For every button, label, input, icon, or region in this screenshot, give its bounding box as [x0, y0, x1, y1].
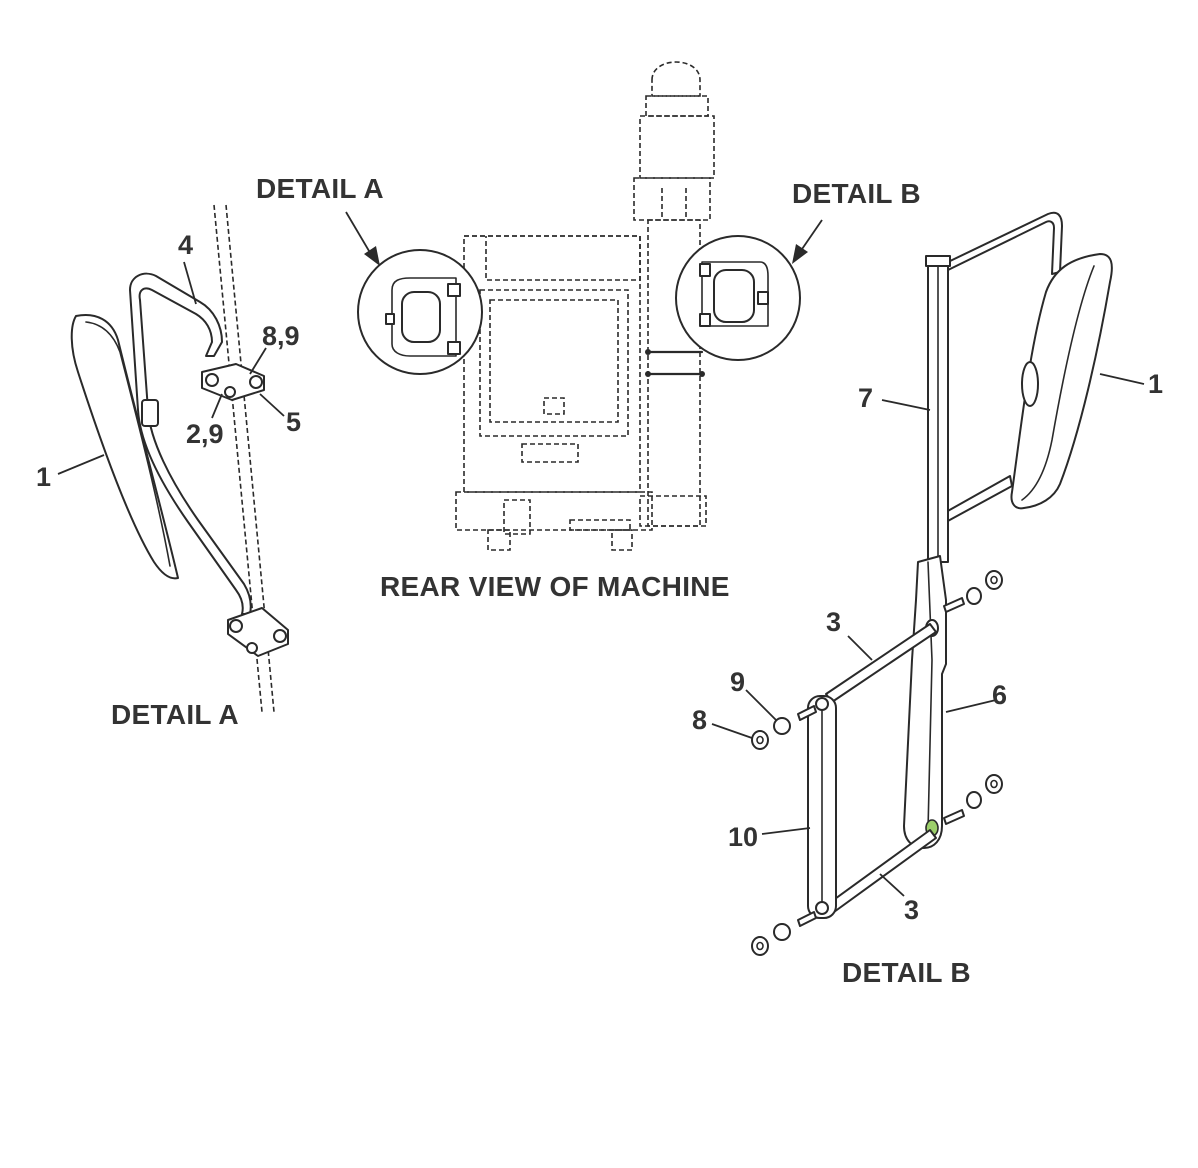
hardware-upper-left: [751, 705, 817, 750]
label-bolt-washer-a: 2,9: [186, 419, 224, 449]
label-plate: 10: [728, 822, 758, 852]
label-bracket: 6: [992, 680, 1007, 710]
arrow-b: [792, 219, 823, 264]
cab: [455, 235, 707, 551]
bracket: [903, 555, 947, 849]
label-rod-upper: 3: [826, 607, 841, 637]
label-mirror-b: 1: [1148, 369, 1163, 399]
label-rod-lower: 3: [904, 895, 919, 925]
rear-view: DETAIL A DETAIL B REAR VIEW OF MACHINE: [256, 61, 921, 602]
label-post: 7: [858, 383, 873, 413]
label-washer: 9: [730, 667, 745, 697]
hardware-lower-left: [751, 911, 817, 956]
arrow-a: [345, 211, 380, 266]
callout-label-b: DETAIL B: [792, 178, 921, 209]
hardware-upper-right: [943, 570, 1003, 613]
mirror-glass-b: [1010, 253, 1113, 510]
callout-circle-a: [357, 249, 483, 375]
detail-a-assembly: 1 4 8,9 2,9 5 DETAIL A: [36, 204, 301, 730]
plate: [807, 695, 837, 919]
label-clamp-a: 5: [286, 407, 301, 437]
label-nut-washer-a: 8,9: [262, 321, 300, 351]
label-mirror-a: 1: [36, 462, 51, 492]
lower-clamp: [227, 607, 289, 657]
upper-clamp: [201, 363, 265, 401]
callout-label-a: DETAIL A: [256, 173, 384, 204]
mirror-glass-a: [70, 314, 179, 580]
rear-view-title: REAR VIEW OF MACHINE: [380, 571, 730, 602]
label-nut: 8: [692, 705, 707, 735]
detail-b-assembly: 1 7 3 6 9 8 10 3 DETAIL B: [692, 211, 1163, 988]
arm-clip: [141, 399, 159, 427]
callout-circle-b: [675, 235, 801, 361]
mirror-arm-a: [129, 272, 252, 615]
detail-a-title: DETAIL A: [111, 699, 239, 730]
hardware-lower-right: [943, 774, 1003, 825]
label-arm-a: 4: [178, 230, 193, 260]
detail-b-title: DETAIL B: [842, 957, 971, 988]
